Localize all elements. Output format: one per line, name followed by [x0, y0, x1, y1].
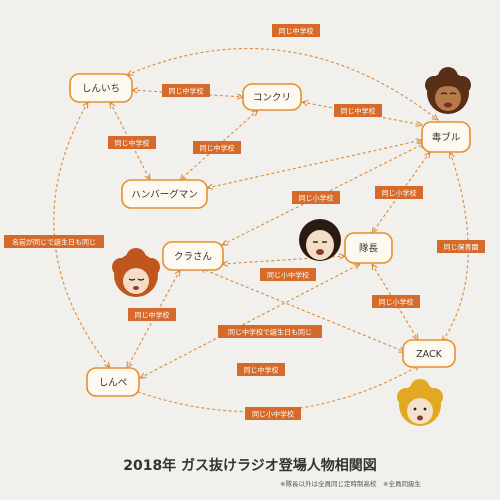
face-dokuburu-icon — [425, 67, 471, 114]
label-dokuburu-zack: 同じ保育園 — [437, 240, 485, 253]
node-dokuburu: 毒ブル — [421, 121, 471, 153]
label-kurasan-zack: 同じ中学校で誕生日も同じ — [218, 325, 322, 338]
footnote: ※隊長以外は全員同じ定時制高校 ※全員同級生 — [280, 479, 421, 488]
edge-shinichi-dokuburu — [127, 47, 438, 120]
label-shinichi-hamburgman: 同じ中学校 — [108, 136, 156, 149]
label-konkuri-hamburgman: 同じ中学校 — [193, 141, 241, 154]
label-shinichi-shinbe: 名前が同じで誕生日も同じ — [4, 235, 104, 248]
edge-kurasan-taicho — [222, 256, 345, 264]
label-kurasan-taicho: 同じ小中学校 — [260, 268, 316, 281]
node-shinichi: しんいち — [69, 73, 133, 103]
label-konkuri-dokuburu: 同じ中学校 — [334, 104, 382, 117]
node-dokuburu-label: 毒ブル — [432, 132, 461, 144]
edge-shinbe-zack — [127, 365, 420, 413]
svg-text:同じ中学校: 同じ中学校 — [244, 366, 279, 375]
face-kurasan-icon — [112, 248, 160, 297]
svg-text:同じ中学校: 同じ中学校 — [135, 311, 170, 320]
label-taicho-zack: 同じ小学校 — [372, 295, 420, 308]
label-shinichi-dokuburu: 同じ中学校 — [272, 24, 320, 37]
node-konkuri: コンクリ — [242, 83, 302, 111]
node-konkuri-label: コンクリ — [253, 93, 291, 104]
svg-text:同じ中学校で誕生日も同じ: 同じ中学校で誕生日も同じ — [228, 328, 312, 337]
node-kurasan-label: クラさん — [174, 252, 212, 263]
edge-dokuburu-zack — [442, 152, 469, 342]
node-shinbe-label: しんぺ — [99, 378, 128, 389]
face-taicho-icon — [299, 219, 341, 261]
node-hamburgman-label: ハンバーグマン — [131, 189, 198, 201]
label-dokuburu-taicho: 同じ小学校 — [375, 186, 423, 199]
edge-shinbe-taicho — [140, 264, 360, 378]
label-shinichi-konkuri: 同じ中学校 — [162, 84, 210, 97]
node-kurasan: クラさん — [162, 241, 224, 271]
svg-text:名前が同じで誕生日も同じ: 名前が同じで誕生日も同じ — [12, 238, 96, 247]
svg-text:同じ中学校: 同じ中学校 — [341, 107, 376, 116]
node-shinbe: しんぺ — [86, 367, 140, 397]
face-zack-icon — [397, 379, 443, 426]
edges — [53, 47, 469, 413]
label-kurasan-dokuburu: 同じ小学校 — [292, 191, 340, 204]
svg-text:同じ小学校: 同じ小学校 — [382, 189, 417, 198]
label-shinbe-zack: 同じ小中学校 — [245, 407, 301, 420]
node-hamburgman: ハンバーグマン — [121, 179, 208, 209]
svg-text:同じ保育園: 同じ保育園 — [444, 243, 479, 252]
svg-text:同じ小中学校: 同じ小中学校 — [267, 271, 309, 280]
svg-text:同じ小学校: 同じ小学校 — [299, 194, 334, 203]
label-shinbe-taicho: 同じ中学校 — [237, 363, 285, 376]
node-zack-label: ZACK — [416, 349, 442, 360]
svg-text:同じ小中学校: 同じ小中学校 — [252, 410, 294, 419]
svg-text:同じ中学校: 同じ中学校 — [200, 144, 235, 153]
svg-text:同じ中学校: 同じ中学校 — [279, 27, 314, 36]
svg-text:同じ中学校: 同じ中学校 — [115, 139, 150, 148]
diagram-title: 2018年 ガス抜けラジオ登場人物相関図 — [123, 457, 377, 474]
label-kurasan-shinbe: 同じ中学校 — [128, 308, 176, 321]
node-taicho: 隊長 — [344, 232, 393, 264]
node-taicho-label: 隊長 — [359, 243, 379, 255]
node-zack: ZACK — [402, 339, 456, 368]
edge-shinichi-shinbe — [53, 102, 110, 368]
svg-text:同じ中学校: 同じ中学校 — [169, 87, 204, 96]
svg-text:同じ小学校: 同じ小学校 — [379, 298, 414, 307]
edge-shinichi-hamburgman — [110, 102, 150, 180]
node-shinichi-label: しんいち — [82, 84, 120, 95]
